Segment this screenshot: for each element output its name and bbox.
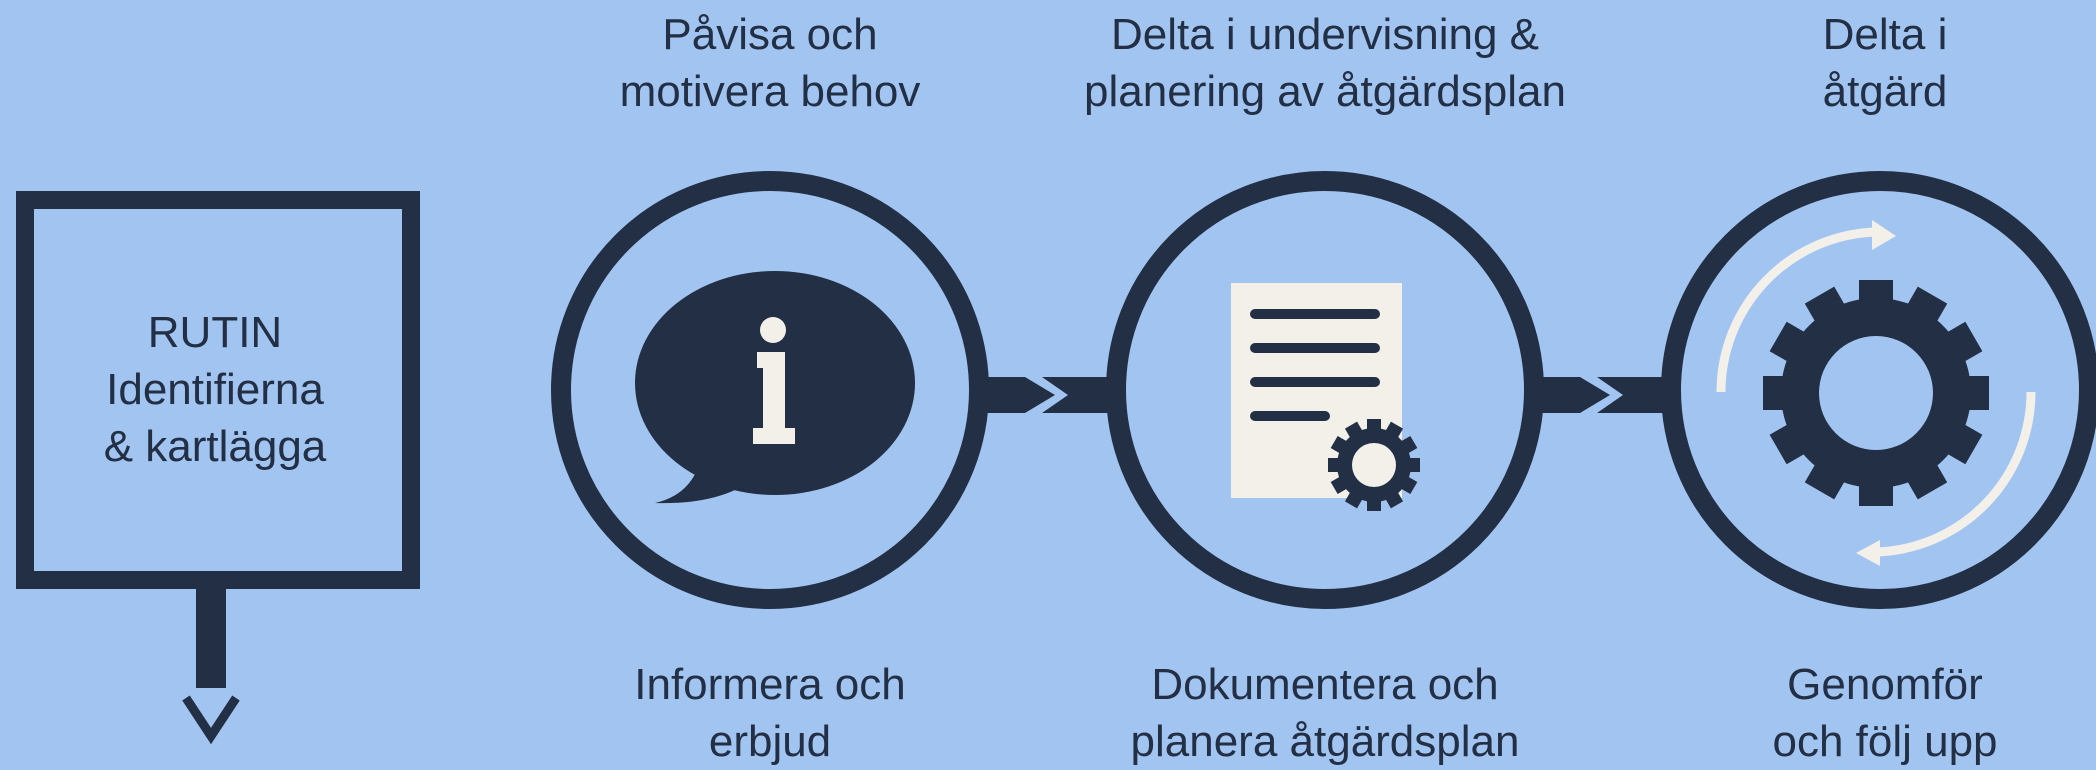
down-arrow-icon — [182, 588, 240, 745]
info-speech-bubble-icon — [635, 271, 915, 504]
document-gear-icon — [1231, 283, 1420, 511]
routine-line-2: Identifierna — [106, 365, 324, 414]
step-1-bottom-label: Informera och erbjud — [634, 660, 906, 766]
step-1-top-label: Påvisa och motivera behov — [619, 10, 921, 116]
step-2-top-label: Delta i undervisning & planering av åtgä… — [1084, 10, 1566, 116]
routine-label: RUTIN Identifierna & kartlägga — [30, 304, 400, 475]
step-2-bottom-label: Dokumentera och planera åtgärdsplan — [1130, 660, 1520, 766]
routine-title: RUTIN — [147, 308, 283, 357]
routine-box — [16, 191, 420, 589]
connector-arrow-1 — [979, 377, 1116, 413]
gear-cycle-icon — [1716, 220, 2036, 566]
step-3-top-label: Delta i åtgärd — [1822, 10, 1948, 116]
connector-arrow-2 — [1534, 377, 1671, 413]
step-3-bottom-label: Genomför och följ upp — [1772, 660, 1998, 766]
routine-line-3: & kartlägga — [103, 422, 327, 471]
